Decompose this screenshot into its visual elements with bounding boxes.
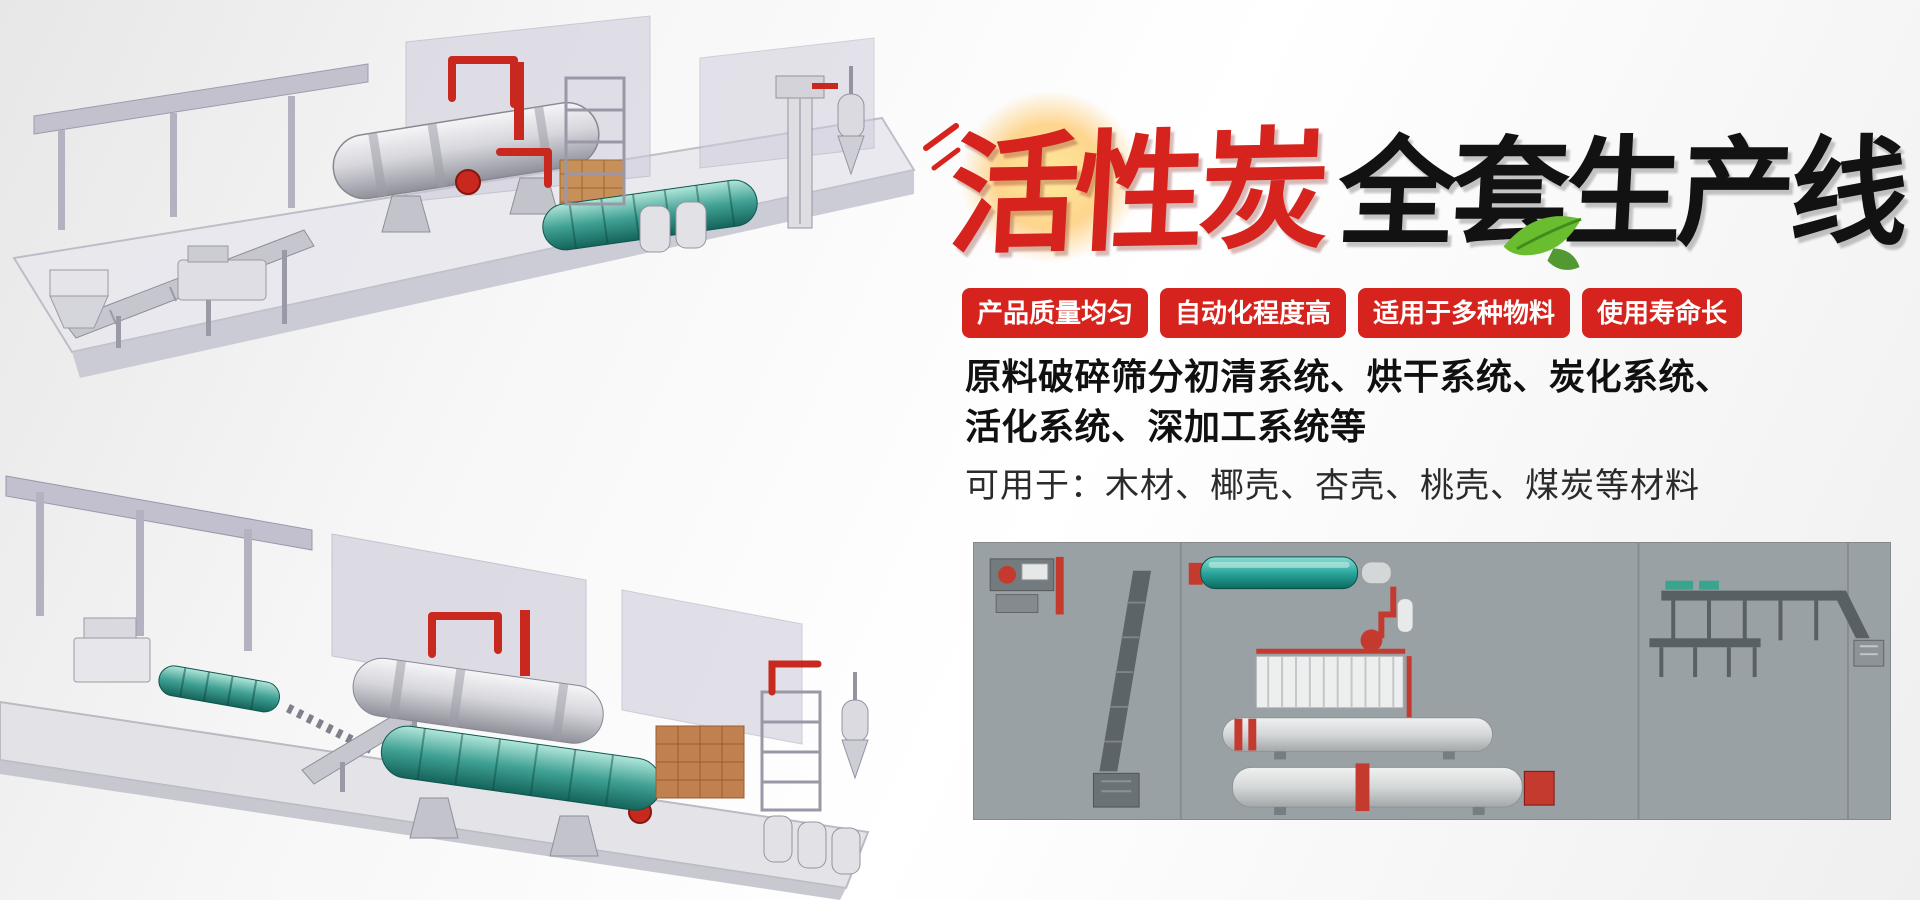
- support-tower: [564, 76, 626, 206]
- small-rotary-drum: [158, 665, 280, 713]
- cyclone-separator: [812, 66, 865, 176]
- back-canopy: [5, 475, 313, 651]
- carbonization-drum: [1188, 556, 1392, 590]
- drum-stands: [409, 797, 599, 857]
- badge-automation: 自动化程度高: [1160, 288, 1347, 338]
- storage-tanks: [763, 815, 861, 875]
- brick-furnace: [655, 725, 745, 799]
- bucket-elevator: [775, 75, 825, 229]
- system-description-line2: 活化系统、深加工系统等: [965, 406, 1367, 447]
- system-description-line1: 原料破碎筛分初清系统、烘干系统、炭化系统、: [965, 356, 1732, 397]
- banner-title: 活性炭 全套生产线: [923, 62, 1907, 292]
- title-red-text: 活性炭: [945, 116, 1329, 270]
- wall-seams: [1179, 543, 1849, 819]
- cyclone-separator: [841, 672, 869, 780]
- production-line-layout-diagram: [973, 542, 1891, 820]
- leaf-icon: [1503, 216, 1582, 270]
- red-stack-pipe: [768, 660, 822, 696]
- system-description: 原料破碎筛分初清系统、烘干系统、炭化系统、 活化系统、深加工系统等: [965, 352, 1732, 452]
- rotary-drum-upper: [1222, 717, 1494, 760]
- crusher-unit: [989, 556, 1064, 615]
- heat-exchanger: [1255, 648, 1412, 738]
- feature-badges: 产品质量均匀 自动化程度高 适用于多种物料 使用寿命长: [962, 288, 1743, 338]
- gas-piping: [1360, 586, 1414, 652]
- materials-description: 可用于：木材、椰壳、杏壳、桃壳、煤炭等材料: [965, 467, 1700, 505]
- badge-quality: 产品质量均匀: [962, 288, 1149, 338]
- badge-materials: 适用于多种物料: [1358, 288, 1571, 338]
- feed-hopper-crusher: [73, 617, 151, 683]
- inclined-conveyor: [1099, 570, 1152, 772]
- storage-tanks: [639, 201, 707, 253]
- brush-stroke-decoration: [923, 123, 961, 171]
- title-black-text: 全套生产线: [1334, 127, 1907, 260]
- title-glow-decoration: [930, 62, 1170, 292]
- production-line-3d-render-top: [12, 15, 916, 378]
- production-line-3d-render-bottom: [0, 475, 870, 900]
- discharge-box: [1092, 772, 1140, 808]
- support-tower: [760, 690, 822, 812]
- feed-hopper: [49, 269, 109, 329]
- back-canopy: [33, 63, 369, 230]
- activation-furnace-lower: [1231, 763, 1555, 816]
- red-piping: [448, 56, 552, 195]
- packing-conveyor-truss: [1649, 580, 1885, 678]
- rotary-dryer-drum: [352, 657, 604, 744]
- screening-machine: [177, 245, 267, 301]
- badge-lifespan: 使用寿命长: [1582, 288, 1743, 338]
